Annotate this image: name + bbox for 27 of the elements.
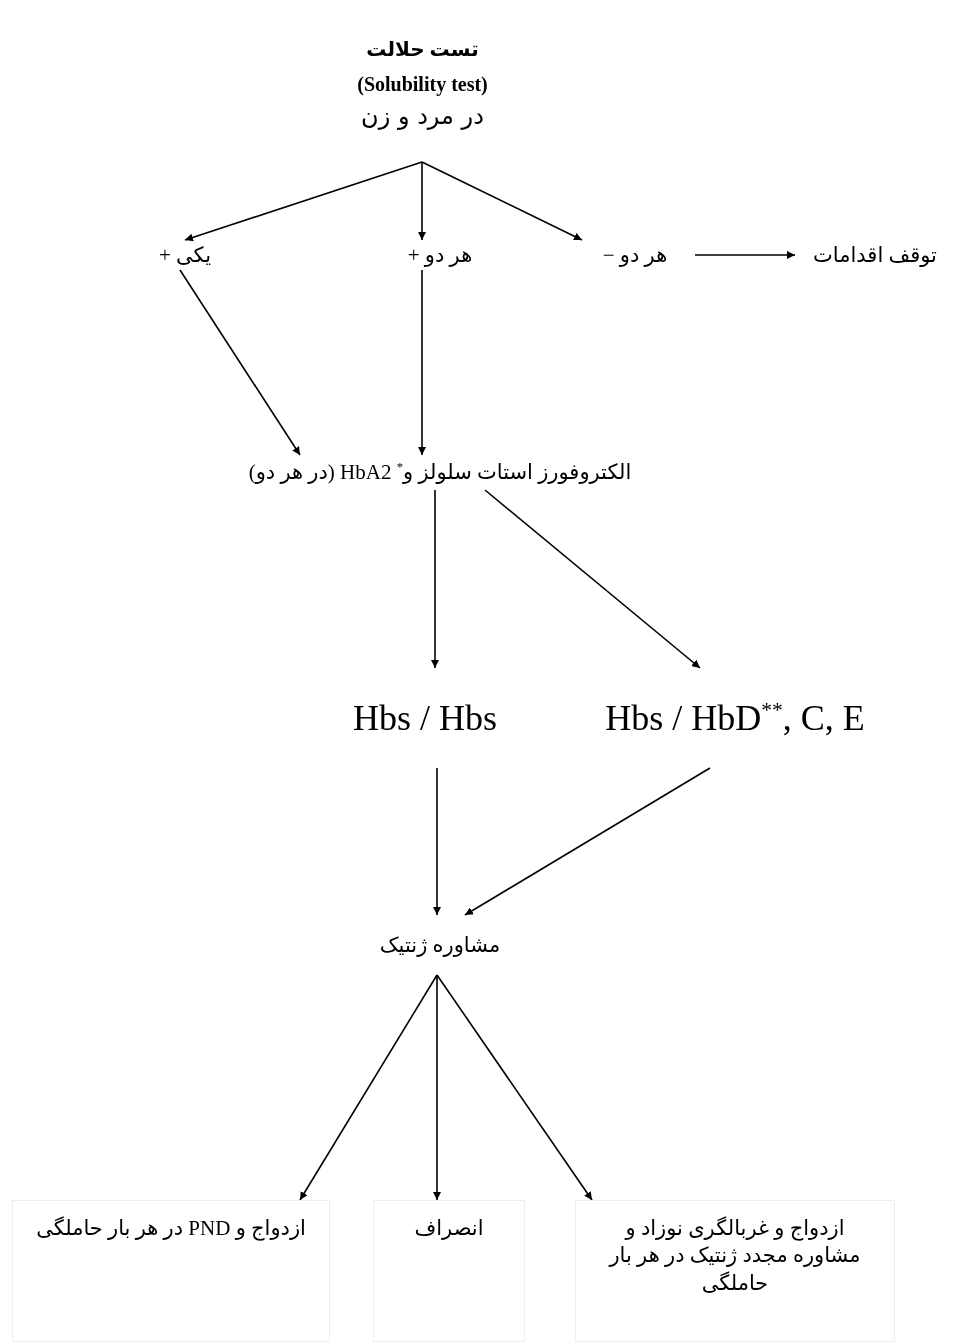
arrow: [418, 161, 426, 241]
arrow: [431, 489, 439, 669]
arrow: [184, 161, 423, 242]
arrow: [436, 974, 593, 1201]
arrow: [421, 161, 583, 241]
flow-label: یکی +: [130, 240, 240, 270]
flow-label: مشاوره ژنتیک: [365, 915, 515, 975]
arrow: [433, 767, 441, 916]
arrow: [484, 489, 701, 669]
result-label: Hbs / HbD$^{**}$, C, E: [585, 668, 885, 768]
heading-text: تست حلالت: [366, 37, 479, 61]
flow-label: هر دو +: [385, 240, 495, 270]
flow-label: الکتروفورز استات سلولز و$^{*}$ HbA2 (در هر دو): [160, 455, 720, 490]
result-label: Hbs / Hbs: [340, 668, 510, 768]
outcome-box: ازدواج و غربالگری نوزاد و مشاوره مجدد ژنتیک در هر بار حاملگی: [575, 1200, 895, 1342]
flow-label: در مرد و زن: [361, 102, 484, 130]
arrow: [464, 767, 711, 916]
outcome-box: انصراف: [373, 1200, 525, 1342]
arrow: [694, 251, 796, 259]
arrow: [299, 974, 438, 1201]
subtitle-text: (Solubility test): [357, 73, 488, 96]
arrow: [418, 269, 426, 456]
arrow: [433, 974, 441, 1201]
flow-label: هر دو −: [575, 240, 695, 270]
flow-label: توقف اقدامات: [795, 240, 955, 270]
arrow: [179, 269, 301, 456]
outcome-box: ازدواج و PND در هر بار حاملگی: [12, 1200, 330, 1342]
